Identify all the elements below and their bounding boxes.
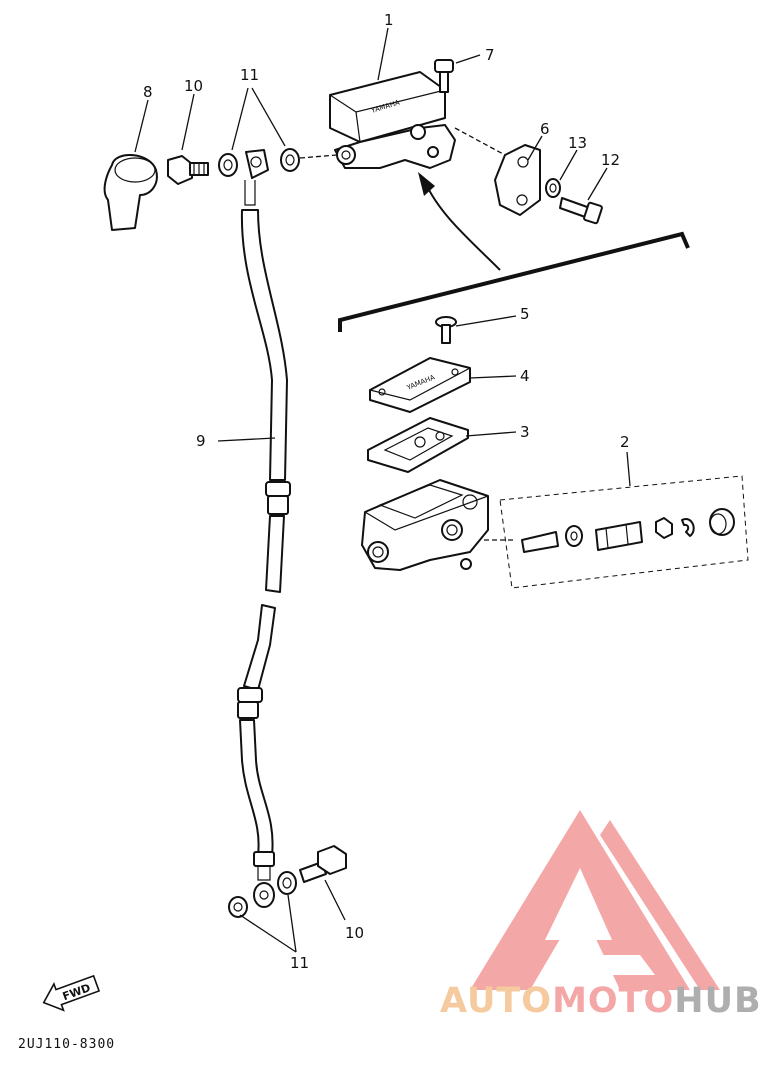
part-2-piston-kit	[499, 475, 749, 589]
fwd-arrow-icon: FWD	[42, 974, 101, 1012]
part-code: 2UJ110-8300	[18, 1037, 115, 1052]
svg-text:AUTOMOTOHUB: AUTOMOTOHUB	[440, 981, 762, 1021]
detail-divider	[338, 172, 690, 332]
watermark-triangle-icon	[470, 810, 720, 990]
watermark-brand-hub: HUB	[674, 981, 761, 1021]
callout-4: 4	[520, 367, 530, 385]
callout-6: 6	[540, 120, 550, 138]
part-10-union-bolt-lower	[299, 845, 347, 883]
callout-11-lower: 11	[290, 954, 309, 972]
watermark-logo: AUTOMOTOHUB	[440, 810, 762, 1021]
master-cylinder-assembly: YAMAHA	[299, 71, 506, 169]
callout-12: 12	[601, 151, 620, 169]
part-6-holder	[494, 144, 541, 216]
part-10-union-bolt-upper	[167, 155, 209, 185]
part-13-washer	[545, 178, 561, 198]
part-11-washers-lower	[228, 871, 297, 918]
part-9-brake-hose	[237, 149, 291, 908]
callout-10-upper: 10	[184, 77, 203, 95]
callout-9: 9	[196, 432, 206, 450]
callout-3: 3	[520, 423, 530, 441]
callout-7: 7	[485, 46, 495, 64]
callout-2: 2	[620, 433, 630, 451]
part-11-washers-upper	[218, 148, 300, 177]
callout-11-upper: 11	[240, 66, 259, 84]
leader-lines	[134, 27, 631, 953]
callout-1: 1	[384, 11, 394, 29]
callout-8: 8	[143, 83, 153, 101]
callout-13: 13	[568, 134, 587, 152]
part-5-screw	[435, 316, 457, 344]
watermark-brand-auto: AUTO	[440, 981, 552, 1021]
part-7-cap-screw	[434, 59, 454, 93]
part-4-reservoir-cover: YAMAHA	[369, 357, 471, 413]
part-8-rubber-boot	[103, 153, 158, 231]
callout-10-lower: 10	[345, 924, 364, 942]
watermark-brand-moto: MOTO	[552, 981, 674, 1021]
part-12-bolt	[559, 197, 603, 225]
callout-5: 5	[520, 305, 530, 323]
master-cylinder-body	[361, 479, 515, 571]
part-3-diaphragm	[367, 417, 469, 473]
callout-labels: 1 2 3 4 5 6 7 8 9 10 10 11 11 12 13	[143, 11, 630, 972]
